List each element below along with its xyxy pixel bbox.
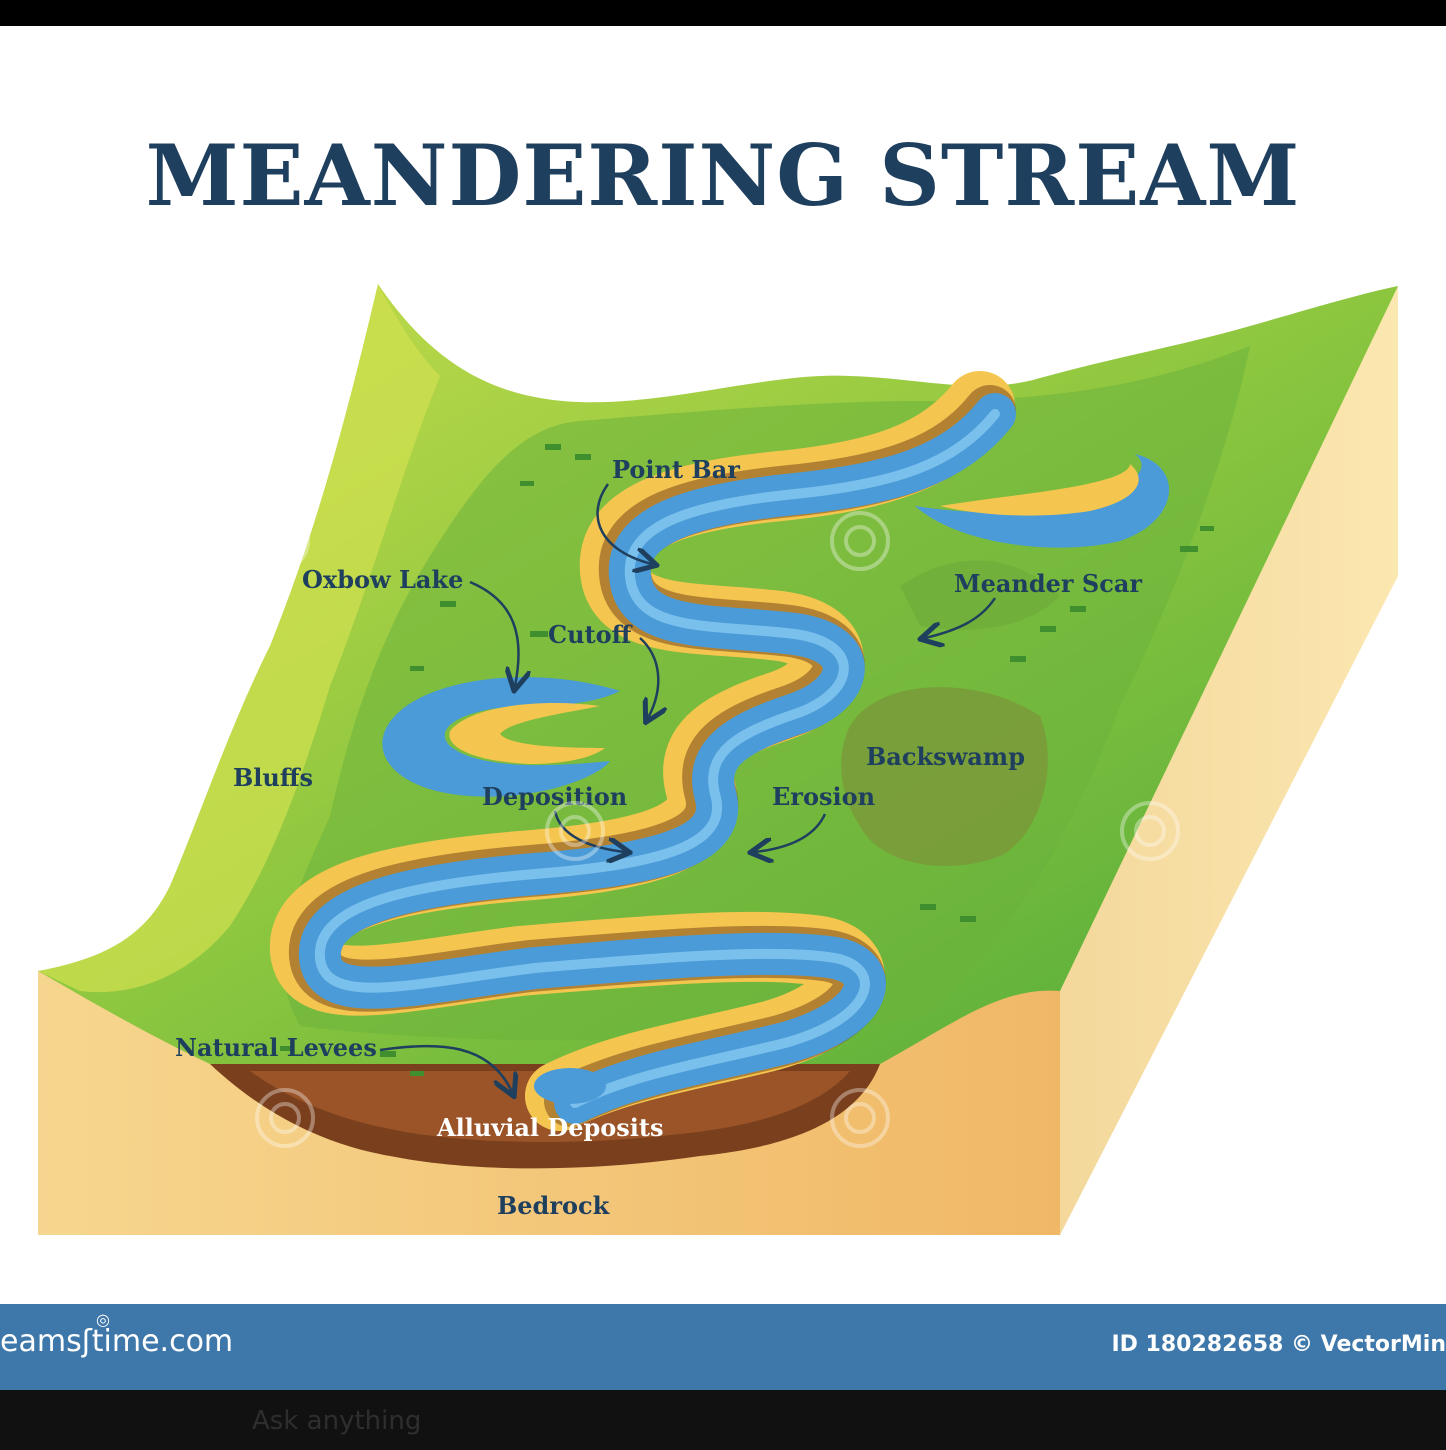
block-right-face [1040,286,1398,1235]
footer-site-text: eamsʃtime.com [0,1324,234,1359]
label-oxbow-lake: Oxbow Lake [302,565,463,594]
oxbow-lake-arrow [469,580,519,686]
meander-scar [900,560,1060,630]
grass-tufts [280,444,1214,1076]
chat-bar [0,1390,1446,1450]
meander-scar-lake [915,454,1170,548]
watermark-swirl-icon [250,511,1180,1148]
diagram-title: MEANDERING STREAM [145,126,1301,225]
stock-footer-bar: ◎ eamsʃtime.com ID 180282658 © VectorMin [0,1304,1446,1390]
label-bluffs: Bluffs [233,763,313,792]
chat-input[interactable] [250,1404,954,1438]
label-bedrock: Bedrock [497,1191,611,1220]
label-deposition: Deposition [482,782,627,811]
point-bar-arrow [596,483,652,564]
top-bar [0,0,1446,26]
natural-levees-arrow [379,1044,512,1092]
deposition-arrow [553,810,625,852]
label-backswamp: Backswamp [866,742,1025,771]
oxbow-lake [382,677,620,797]
label-point-bar: Point Bar [612,455,740,484]
erosion-arrow [755,813,827,852]
label-alluvial-deposits: Alluvial Deposits [436,1113,664,1142]
meandering-stream-diagram: Point Bar Oxbow Lake Cutoff Meander Scar… [38,284,1398,1235]
watermark-swirl-icon: ◎ [96,1310,110,1329]
cutoff-arrow [639,637,658,718]
label-meander-scar: Meander Scar [954,569,1142,598]
label-natural-levees: Natural Levees [175,1033,377,1062]
backswamp-area [841,687,1048,866]
label-arrows [379,483,997,1092]
footer-image-id: ID 180282658 © VectorMin [1111,1332,1446,1357]
label-cutoff: Cutoff [548,620,633,649]
diagram-canvas: MEANDERING STREAM [0,26,1446,1304]
footer-site-logo[interactable]: ◎ eamsʃtime.com [0,1310,234,1359]
river-outlet [534,1068,606,1104]
bluffs-band [38,284,440,993]
meander-scar-arrow [925,597,997,638]
label-erosion: Erosion [772,782,875,811]
